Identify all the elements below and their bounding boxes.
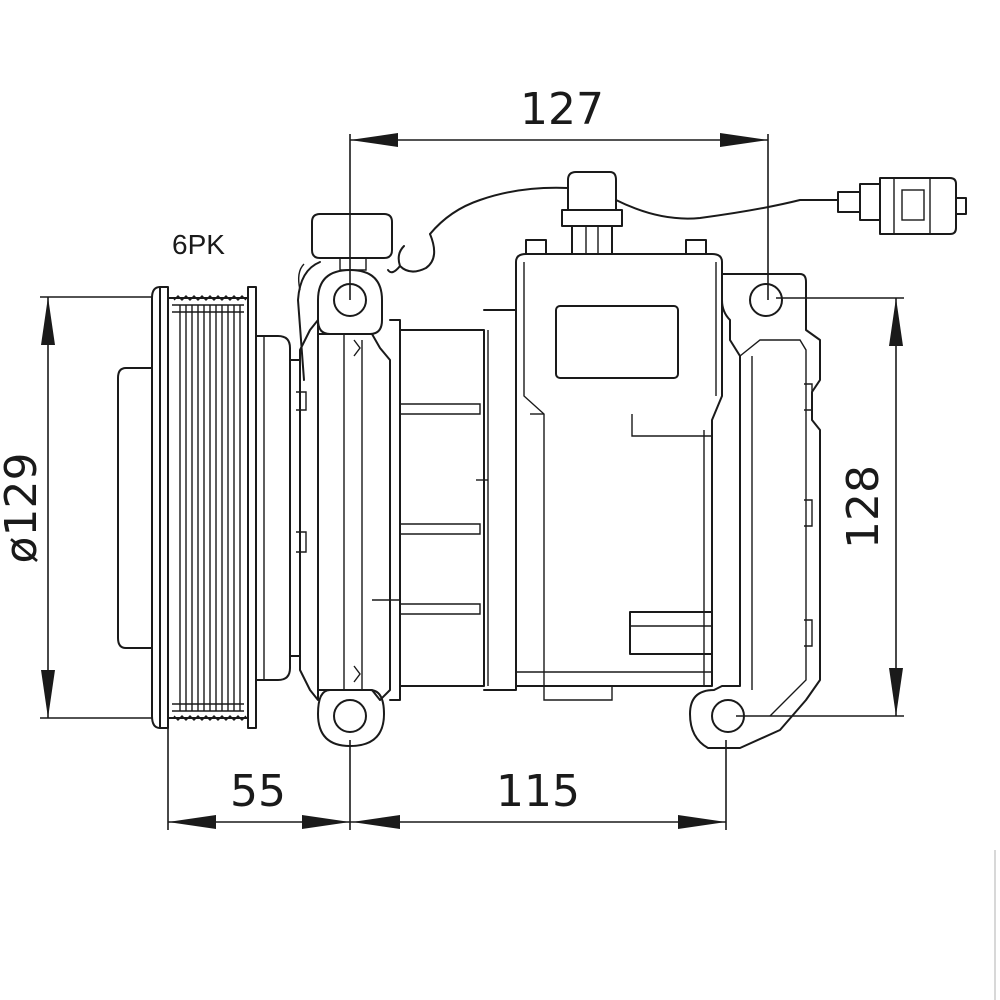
bottom-left-mount-hole	[333, 699, 367, 733]
belt-type-label: 6PK	[172, 229, 225, 260]
dimension-115: 115	[350, 740, 727, 830]
dimension-55: 55	[167, 726, 351, 830]
rear-housing	[515, 239, 723, 701]
pulley-grooves	[167, 295, 249, 721]
dimension-127: 127	[349, 84, 769, 300]
dimension-129: ø129	[0, 296, 152, 719]
dimension-115-label: 115	[496, 766, 580, 817]
dimension-128-label: 128	[838, 465, 889, 549]
dimension-55-label: 55	[230, 766, 286, 817]
top-right-mount-hole	[749, 283, 783, 317]
control-valve	[561, 171, 623, 255]
switch-block	[311, 213, 393, 271]
electrical-connector	[837, 177, 967, 235]
front-head	[299, 269, 401, 747]
rear-mount-plate	[689, 273, 821, 749]
pulley	[117, 286, 307, 729]
dimension-127-label: 127	[520, 84, 604, 135]
dimension-128: 128	[736, 297, 904, 717]
label-plate	[555, 305, 679, 379]
cylinder-body	[399, 309, 517, 691]
dimension-129-label: ø129	[0, 453, 47, 564]
wire-harness	[297, 186, 839, 381]
